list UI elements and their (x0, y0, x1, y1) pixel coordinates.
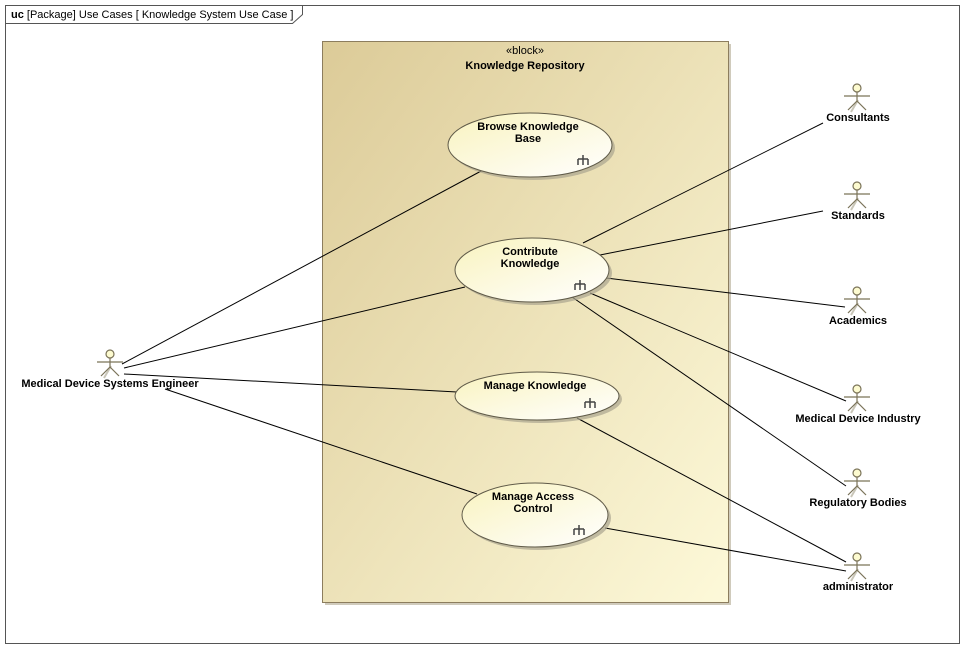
actor-name: Medical Device Industry (795, 413, 921, 425)
actor-stick-figure-icon (844, 181, 870, 211)
use-cases: Browse KnowledgeBaseContributeKnowledgeM… (447, 112, 622, 550)
use-case-label: Base (515, 133, 541, 145)
association-engineer-browse[interactable] (121, 169, 484, 365)
actor-academics[interactable]: Academics (829, 286, 887, 327)
association-industry-contribute[interactable] (589, 292, 847, 402)
actor-regulatory[interactable]: Regulatory Bodies (809, 468, 907, 509)
rake-icon (584, 398, 596, 408)
actor-stick-figure-icon (844, 286, 870, 316)
block-stereotype: «block» (506, 45, 544, 57)
use-case-label: Manage Knowledge (484, 380, 587, 392)
association-engineer-contribute[interactable] (123, 286, 466, 369)
association-admin-manage_knowledge[interactable] (576, 417, 847, 563)
association-regulatory-contribute[interactable] (571, 296, 847, 487)
association-engineer-manage_knowledge[interactable] (123, 373, 458, 393)
actor-admin[interactable]: administrator (823, 552, 894, 593)
rake-icon (573, 525, 585, 535)
actor-stick-figure-icon (844, 83, 870, 113)
use-case-label: Control (513, 503, 552, 515)
associations (121, 122, 847, 572)
actor-stick-figure-icon (844, 552, 870, 582)
association-academics-contribute[interactable] (605, 277, 846, 308)
actor-stick-figure-icon (844, 384, 870, 414)
actor-name: Academics (829, 315, 887, 327)
actor-standards[interactable]: Standards (831, 181, 885, 222)
use-case-manage-knowledge[interactable]: Manage Knowledge (454, 371, 622, 423)
association-admin-manage_access[interactable] (604, 527, 847, 572)
frame-title-text: [Package] Use Cases [ Knowledge System U… (24, 9, 294, 21)
actor-name: Medical Device Systems Engineer (21, 378, 199, 390)
actor-name: Standards (831, 210, 885, 222)
use-case-label: Contribute (502, 246, 558, 258)
frame-keyword: uc (11, 9, 24, 21)
use-case-shape (454, 371, 620, 421)
actor-name: administrator (823, 581, 894, 593)
actor-name: Regulatory Bodies (809, 497, 906, 509)
association-consultants-contribute[interactable] (582, 122, 824, 244)
actor-industry[interactable]: Medical Device Industry (795, 384, 922, 425)
frame-title: uc [Package] Use Cases [ Knowledge Syste… (11, 9, 293, 21)
rake-icon (574, 280, 586, 290)
use-case-shape (454, 237, 610, 303)
actor-consultants[interactable]: Consultants (826, 83, 890, 124)
actor-name: Consultants (826, 112, 890, 124)
actor-stick-figure-icon (97, 349, 123, 379)
rake-icon (577, 155, 589, 165)
actor-stick-figure-icon (844, 468, 870, 498)
use-case-shape (461, 482, 609, 548)
actor-engineer[interactable]: Medical Device Systems Engineer (21, 349, 199, 390)
association-standards-contribute[interactable] (599, 210, 824, 256)
association-engineer-manage_access[interactable] (164, 388, 478, 495)
use-case-label: Knowledge (501, 258, 560, 270)
block-name: Knowledge Repository (465, 60, 585, 72)
use-case-label: Browse Knowledge (477, 121, 578, 133)
use-case-shape (447, 112, 613, 178)
actors: Medical Device Systems Engineer Consultan… (21, 83, 922, 593)
use-case-label: Manage Access (492, 491, 574, 503)
